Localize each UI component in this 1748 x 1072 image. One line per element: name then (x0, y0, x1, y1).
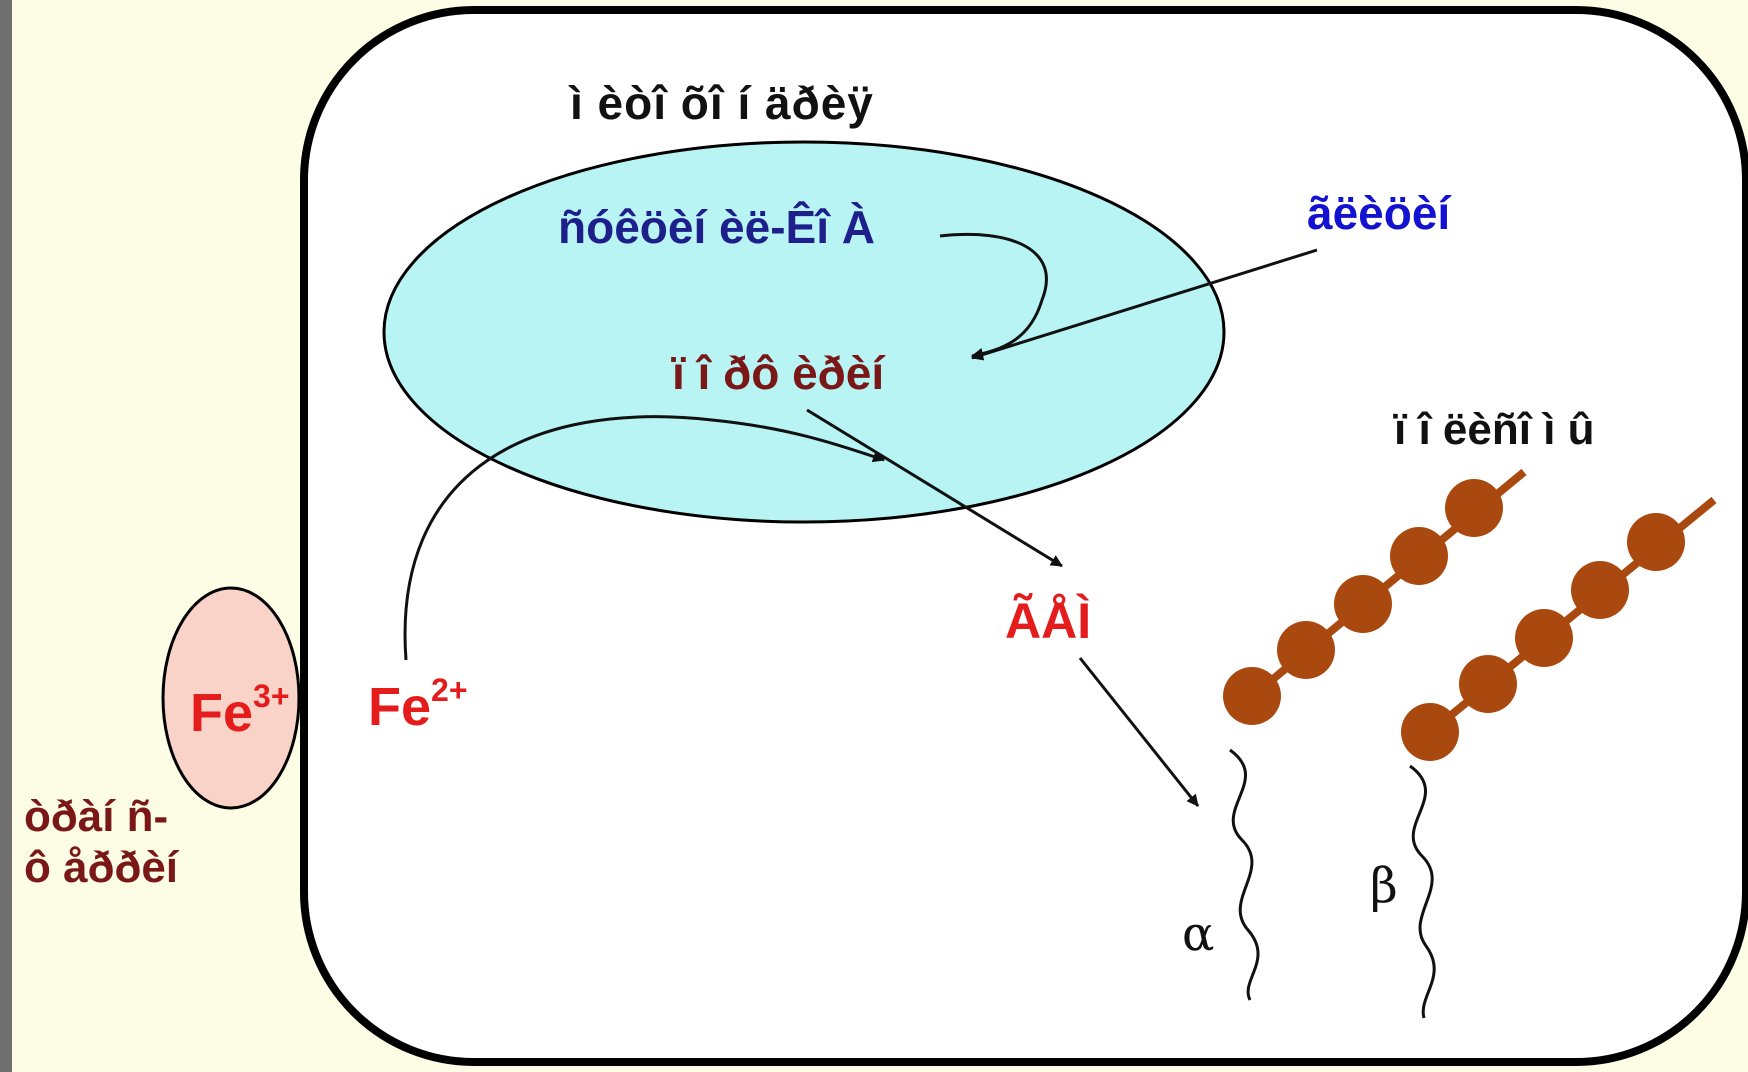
fe2-label: Fe2+ (368, 674, 468, 737)
transferrin-label: òðàí ñ- ô åððèí (24, 792, 178, 893)
glycine-label: ãëèöèí (1307, 187, 1451, 239)
succinyl-coa-label: ñóêöèí èë-Êî À (558, 201, 875, 253)
polysome-1 (1223, 468, 1527, 725)
ribosome-bead-icon (1459, 655, 1517, 713)
fe2-to-mitochondrion-arrow (403, 415, 885, 661)
ribosome-bead-icon (1277, 621, 1335, 679)
cell-outline (300, 6, 1748, 1066)
alpha-globin-chain-icon (1229, 748, 1260, 1001)
beta-globin-chain-icon (1409, 764, 1436, 1019)
fe3-label: Fe3+ (190, 680, 290, 743)
polysome-2 (1401, 496, 1717, 761)
porphyrin-to-heme-arrow (806, 408, 1063, 568)
glycine-to-porphyrin-arrow (971, 248, 1318, 361)
mitochondrion-ellipse (382, 140, 1226, 524)
ribosome-bead-icon (1390, 527, 1448, 585)
heme-label: ÃÅÌ (1005, 593, 1092, 649)
heme-to-globin-arrow (1078, 657, 1200, 807)
mitochondrion-label: ì èòî õî í äðèÿ (570, 77, 874, 129)
porphyrin-label: ï î ðô èðèí (672, 347, 885, 399)
fe3-element: Fe (190, 683, 254, 743)
ribosome-bead-icon (1627, 513, 1685, 571)
fe2-element: Fe (368, 677, 432, 737)
ribosome-bead-icon (1571, 561, 1629, 619)
heme-synthesis-diagram (161, 6, 1748, 1066)
fe2-charge: 2+ (431, 672, 468, 708)
transferrin-ellipse (161, 586, 301, 810)
transferrin-label-line-2: ô åððèí (24, 842, 179, 892)
transferrin-label-line-1: òðàí ñ- (24, 792, 169, 841)
ribosome-bead-icon (1445, 479, 1503, 537)
beta-chain-label: β (1370, 858, 1398, 914)
ribosome-bead-icon (1334, 575, 1392, 633)
fe3-charge: 3+ (253, 678, 290, 714)
polysomes-label: ï î ëèñî ì û (1394, 405, 1595, 454)
ribosome-bead-icon (1223, 667, 1281, 725)
ribosome-bead-icon (1401, 703, 1459, 761)
slide-background: ì èòî õî í äðèÿ ñóêöèí èë-Êî À ãëèöèí ï … (12, 0, 1748, 1072)
ribosome-bead-icon (1515, 609, 1573, 667)
alpha-chain-label: α (1182, 906, 1215, 962)
